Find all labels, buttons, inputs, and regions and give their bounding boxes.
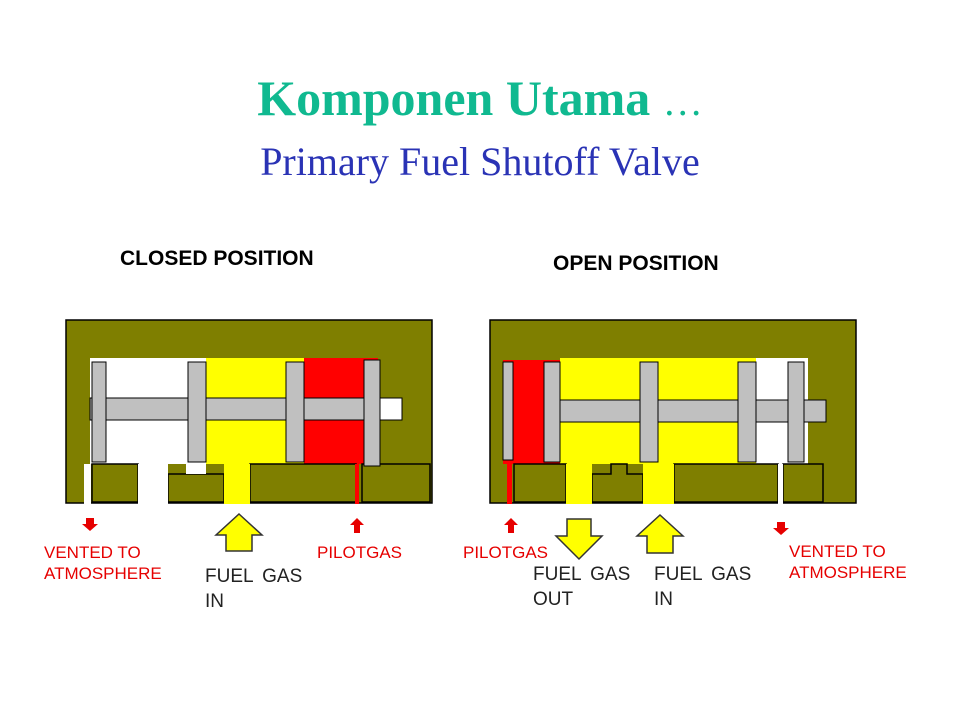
open-fuel-in-port xyxy=(643,464,674,504)
closed-fuel-in-label-line1: FUEL GAS xyxy=(205,566,303,587)
open-fuel-in-arrow xyxy=(635,513,685,554)
closed-vent-label: VENTED TO ATMOSPHERE xyxy=(44,542,162,584)
open-vent-line xyxy=(778,464,783,504)
closed-vent-label-line2: ATMOSPHERE xyxy=(44,564,162,583)
closed-fuel-in-label: FUEL GAS IN xyxy=(205,564,302,614)
slide-subtitle: Primary Fuel Shutoff Valve xyxy=(260,139,700,184)
open-piston xyxy=(737,361,757,463)
closed-piston xyxy=(91,361,107,463)
slide-title-text: Komponen Utama xyxy=(257,70,651,126)
open-piston xyxy=(543,361,561,463)
slide-title: Komponen Utama … xyxy=(0,68,960,132)
open-fuel-out-label-line1: FUEL GAS xyxy=(533,564,631,585)
closed-fuel-in-label-line2: IN xyxy=(205,591,224,612)
closed-fuel-in-arrow xyxy=(214,512,264,552)
closed-piston xyxy=(187,361,207,463)
open-body-block xyxy=(513,463,567,503)
open-fuel-out-port xyxy=(566,464,592,504)
closed-end-seal xyxy=(363,359,381,467)
open-body-block xyxy=(673,463,779,503)
closed-pilot-line xyxy=(355,464,359,504)
open-position-heading: OPEN POSITION xyxy=(553,252,719,275)
open-valve-diagram xyxy=(489,319,857,561)
open-body-block xyxy=(782,463,824,503)
open-vent-label-line1: VENTED TO xyxy=(789,542,886,561)
open-pilot-line xyxy=(507,464,512,504)
closed-pilot-label: PILOTGAS xyxy=(317,543,403,562)
open-vent-arrow xyxy=(773,522,789,535)
open-fuel-in-label: FUEL GAS IN xyxy=(654,562,751,612)
open-vent-label: VENTED TO ATMOSPHERE xyxy=(789,541,907,583)
closed-body-block xyxy=(249,463,357,503)
open-fuel-in-label-line1: FUEL GAS xyxy=(654,564,752,585)
closed-body-block xyxy=(167,473,225,503)
closed-vent-line xyxy=(84,464,91,504)
open-fuel-out-arrow xyxy=(554,518,604,561)
open-fuel-out-label: FUEL GAS OUT xyxy=(533,562,630,612)
open-piston xyxy=(639,361,659,463)
slide-title-ellipsis: … xyxy=(662,79,703,124)
closed-small-step xyxy=(186,464,206,474)
open-pilot-arrow xyxy=(504,518,518,533)
open-pilot-label: PILOTGAS xyxy=(463,543,549,562)
closed-valve-diagram xyxy=(65,319,433,552)
closed-fuel-in-port xyxy=(224,464,250,504)
closed-pilot-arrow xyxy=(350,518,364,533)
closed-body-block xyxy=(361,463,431,503)
closed-vent-port xyxy=(138,464,168,504)
closed-rod-end xyxy=(379,397,403,421)
closed-position-heading: CLOSED POSITION xyxy=(120,247,314,270)
open-end-seal xyxy=(502,361,514,461)
closed-piston-rod xyxy=(89,397,381,421)
open-fuel-out-label-line2: OUT xyxy=(533,589,574,610)
open-vent-label-line2: ATMOSPHERE xyxy=(789,563,907,582)
open-piston xyxy=(787,361,805,463)
closed-body-block xyxy=(91,463,139,503)
open-fuel-in-label-line2: IN xyxy=(654,589,673,610)
closed-vent-arrow xyxy=(82,518,98,531)
open-piston-rod xyxy=(559,399,827,423)
closed-vent-label-line1: VENTED TO xyxy=(44,543,141,562)
closed-piston xyxy=(285,361,305,463)
